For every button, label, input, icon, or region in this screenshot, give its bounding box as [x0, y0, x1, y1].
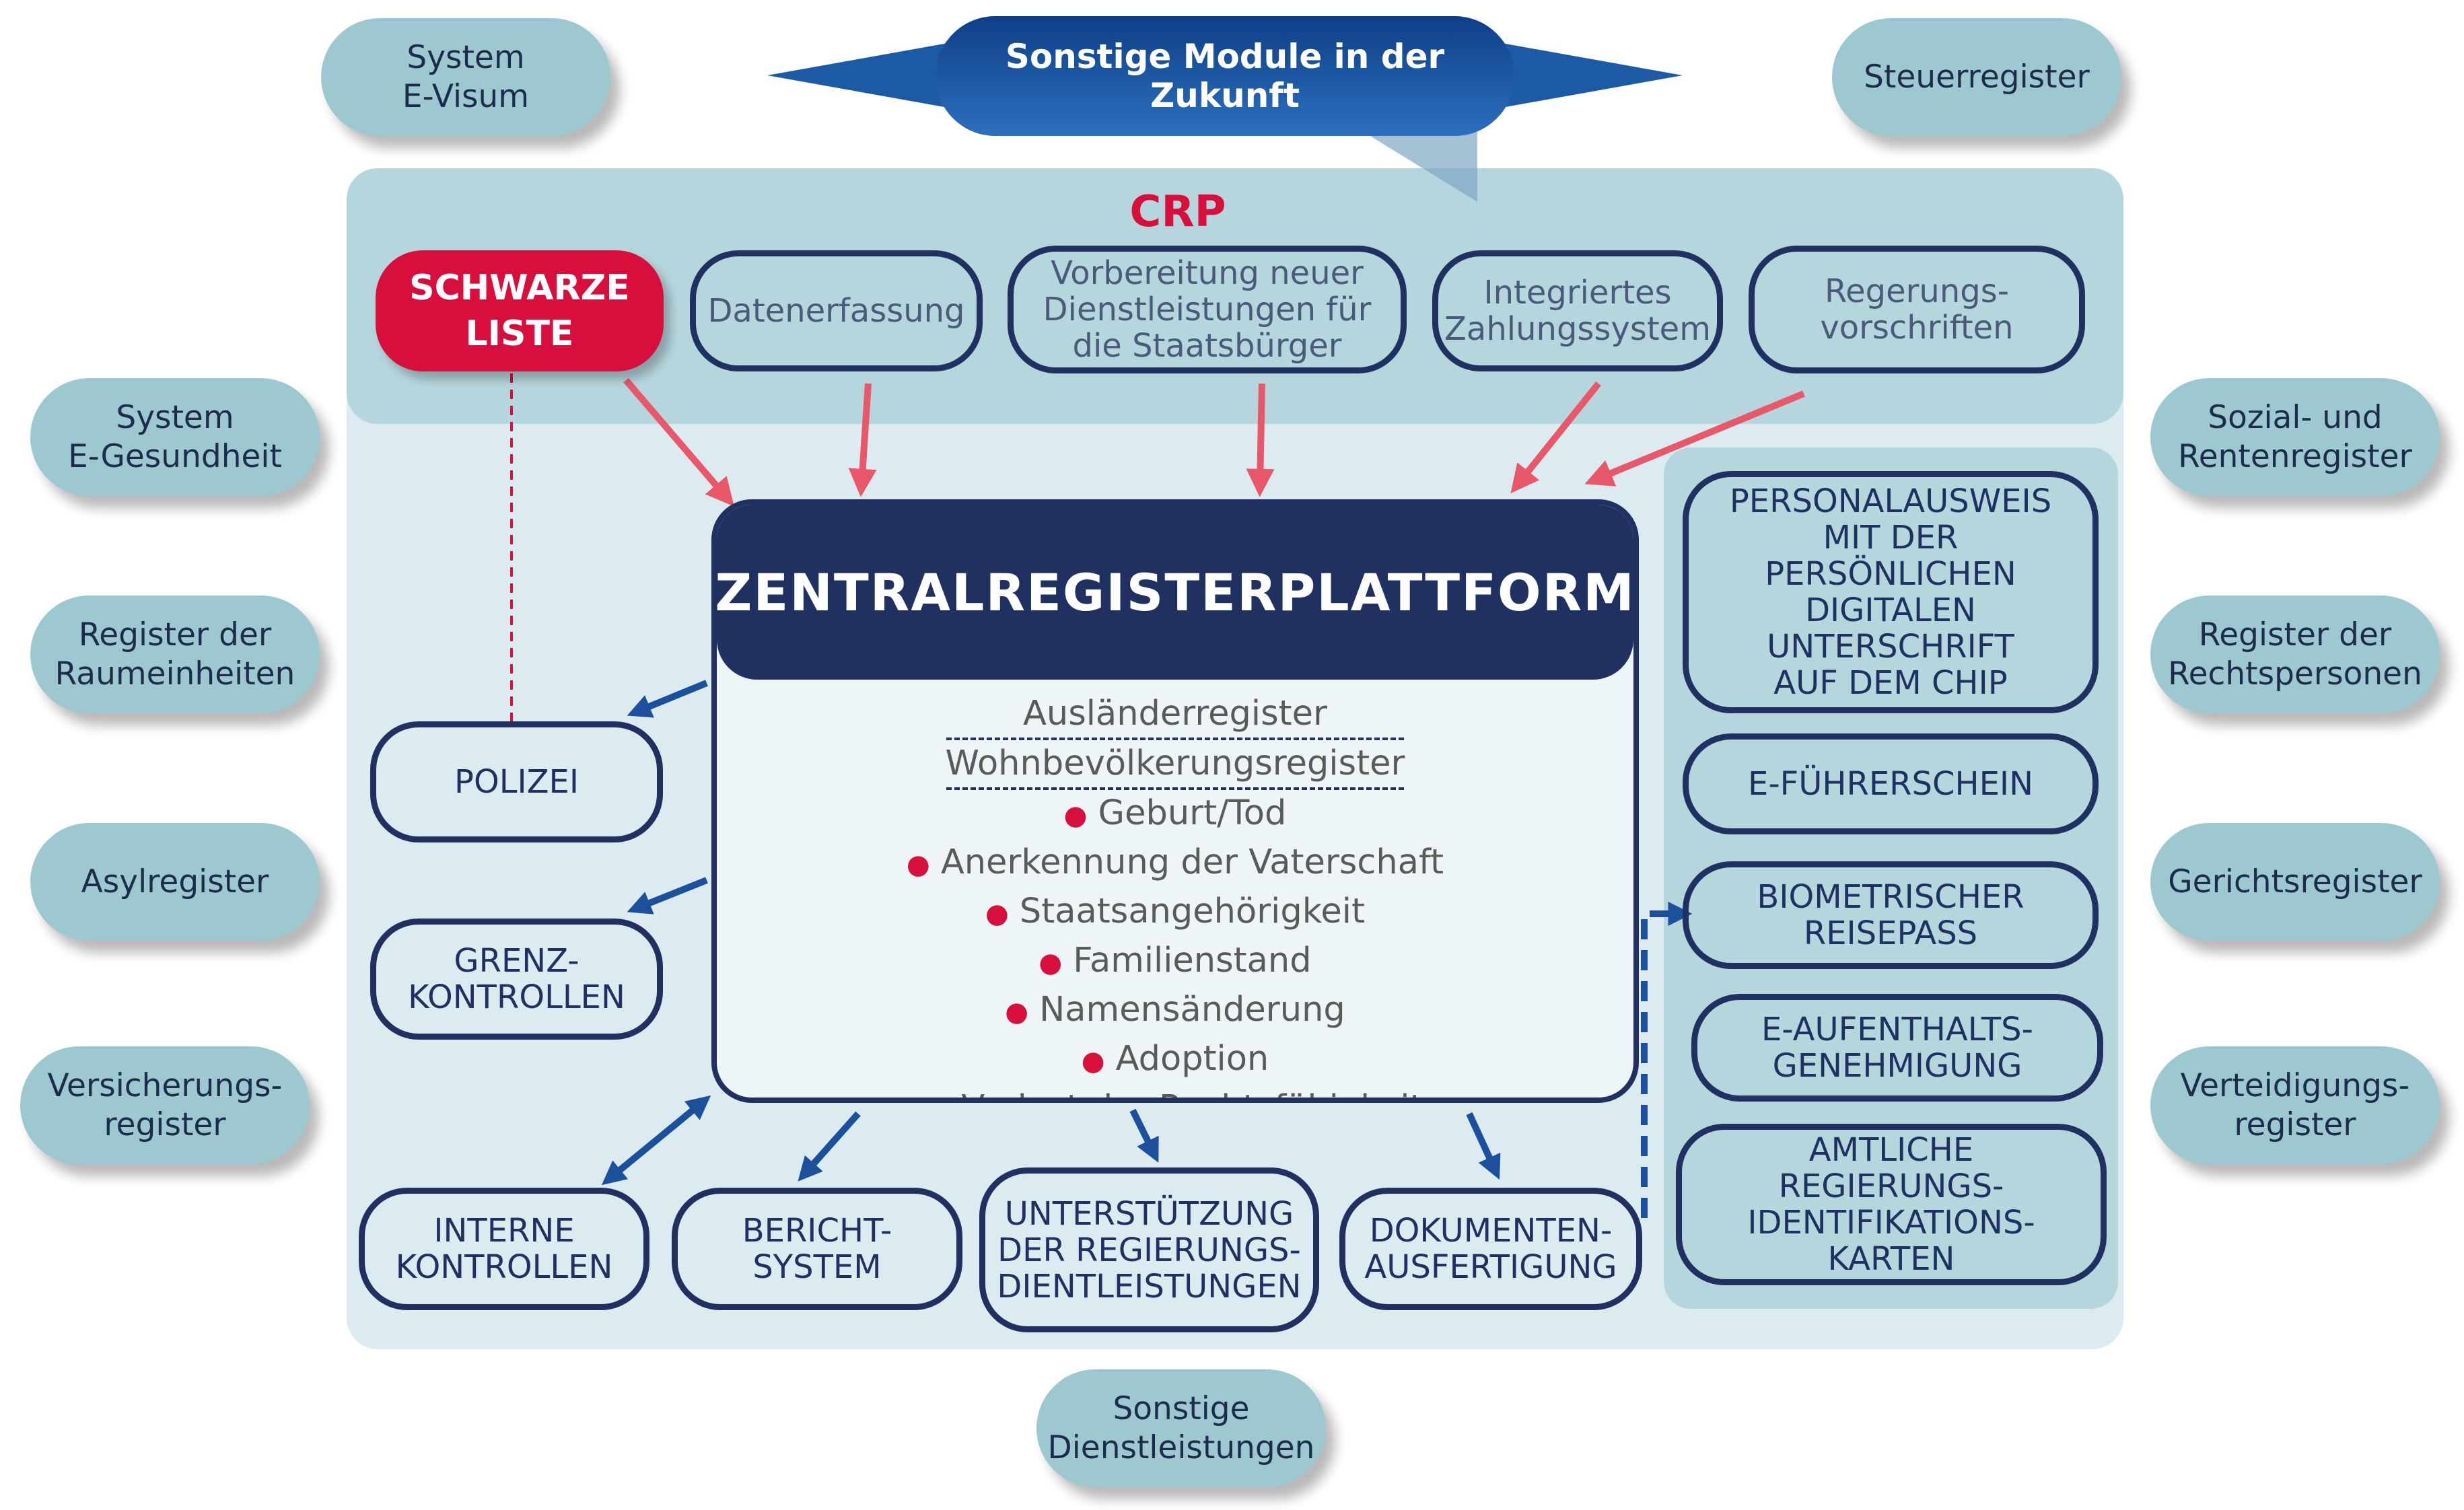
register-event-label: Staatsangehörigkeit — [1019, 892, 1365, 931]
arrow-vorschriften — [1584, 390, 1805, 487]
register-event-item: ● Familienstand — [717, 937, 1633, 986]
bullet-icon: ● — [985, 898, 1009, 929]
biometrischer-reisepass: BIOMETRISCHER REISEPASS — [1683, 861, 2099, 969]
arrow-zahlungssystem — [1510, 381, 1601, 494]
e-fuehrerschein: E-FÜHRERSCHEIN — [1683, 733, 2099, 834]
berichtsystem: BERICHT- SYSTEM — [672, 1188, 962, 1310]
e-aufenthaltsgenehmigung: E-AUFENTHALTS- GENEHMIGUNG — [1691, 994, 2103, 1102]
register-event-item: ● Geburt/Tod — [717, 790, 1633, 839]
gerichtsregister: Gerichtsregister — [2150, 823, 2440, 941]
bullet-icon: ● — [906, 849, 930, 880]
platform-title: ZENTRALREGISTERPLATTFORM — [717, 505, 1633, 680]
interne-kontrollen: INTERNE KONTROLLEN — [359, 1188, 649, 1310]
system-evisum: System E-Visum — [321, 18, 610, 136]
register-event-item: ● Adoption — [717, 1036, 1633, 1085]
regierungsvorschriften: Regerungs- vorschriften — [1749, 246, 2085, 373]
unterstuetzung-regierungsdienstleistungen: UNTERSTÜTZUNG DER REGIERUNGS- DIENTLEIST… — [979, 1167, 1319, 1332]
bullet-icon: ● — [1005, 997, 1029, 1028]
bullet-icon: ● — [1039, 947, 1063, 978]
crp-label: CRP — [1129, 187, 1226, 237]
register-event-item: ● Staatsangehörigkeit — [717, 888, 1633, 937]
register-event-item: ● Verlust der Rechtsfähigkeit — [717, 1085, 1633, 1098]
versicherungsregister: Versicherungs- register — [20, 1046, 310, 1164]
arrow-berichtsystem — [798, 1111, 861, 1182]
register-event-label: Namensänderung — [1039, 990, 1345, 1030]
asylregister: Asylregister — [30, 823, 320, 941]
system-egesundheit: System E-Gesundheit — [30, 378, 320, 496]
register-event-list: ●Geburt/Tod●Anerkennung der Vaterschaft●… — [717, 790, 1633, 1098]
schwarze-liste: SCHWARZE LISTE — [376, 250, 664, 371]
register-event-item: ● Anerkennung der Vaterschaft — [717, 839, 1633, 888]
bullet-icon: ● — [1081, 1046, 1105, 1077]
arrow-dokumente — [1466, 1112, 1501, 1180]
sonstige-dienstleistungen: Sonstige Dienstleistungen — [1036, 1369, 1326, 1487]
polizei: POLIZEI — [370, 721, 663, 842]
zentralregisterplattform: ZENTRALREGISTERPLATTFORM Ausländerregist… — [711, 499, 1639, 1103]
steuerregister: Steuerregister — [1832, 18, 2121, 136]
auslaenderregister: Ausländerregister — [1022, 694, 1328, 733]
arrow-grenzkontrollen — [627, 877, 708, 914]
amtliche-identifikationskarten: AMTLICHE REGIERUNGS- IDENTIFIKATIONS- KA… — [1676, 1124, 2107, 1285]
arrow-interne-kontrollen — [601, 1095, 711, 1186]
arrow-unterstuetzung — [1129, 1108, 1159, 1163]
register-event-label: Geburt/Tod — [1098, 793, 1287, 833]
dokumentenausfertigung: DOKUMENTEN- AUSFERTIGUNG — [1339, 1188, 1642, 1310]
datenerfassung: Datenerfassung — [690, 250, 983, 371]
wohnbevoelkerungsregister: Wohnbevölkerungsregister — [945, 744, 1405, 783]
register-event-label: Adoption — [1115, 1039, 1269, 1079]
grenzkontrollen: GRENZ- KONTROLLEN — [370, 919, 663, 1040]
personalausweis: PERSONALAUSWEIS MIT DER PERSÖNLICHEN DIG… — [1683, 471, 2099, 713]
arrow-datenerfassung — [848, 383, 877, 497]
verteidigungsregister: Verteidigungs- register — [2150, 1046, 2440, 1164]
bullet-icon: ● — [927, 1095, 950, 1098]
link-dokumente-documents — [1641, 902, 1693, 1218]
register-event-label: Verlust der Rechtsfähigkeit — [961, 1088, 1423, 1098]
arrow-polizei — [627, 680, 708, 718]
register-rechtspersonen: Register der Rechtspersonen — [2150, 596, 2440, 713]
bullet-icon: ● — [1063, 800, 1088, 831]
vorbereitung-dienstleistungen: Vorbereitung neuer Dienstleistungen für … — [1008, 246, 1407, 373]
arrow-schwarze-liste — [623, 378, 734, 507]
arrow-vorbereitung — [1246, 383, 1275, 497]
future-modules-label: Sonstige Module in der Zukunft — [1005, 37, 1445, 115]
register-event-label: Anerkennung der Vaterschaft — [940, 842, 1444, 882]
integriertes-zahlungssystem: Integriertes Zahlungssystem — [1432, 250, 1723, 371]
documents-panel — [1664, 447, 2118, 1309]
register-event-label: Familienstand — [1073, 941, 1312, 980]
future-banner-shape — [767, 16, 1683, 202]
register-raumeinheiten: Register der Raumeinheiten — [30, 596, 320, 713]
register-event-item: ● Namensänderung — [717, 986, 1633, 1036]
sozial-rentenregister: Sozial- und Rentenregister — [2150, 378, 2440, 496]
